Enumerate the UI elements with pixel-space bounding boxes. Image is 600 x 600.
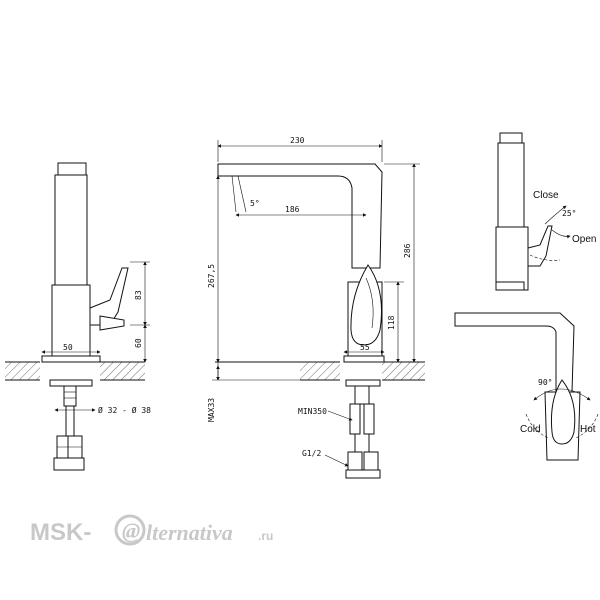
front-lever <box>350 264 382 346</box>
watermark: MSK- @ lternativa .ru <box>30 514 273 546</box>
detail-lever-operation: Close 25° Open <box>495 132 596 291</box>
front-view: 5° 230 186 286 267,5 118 55 MAX33 MIN350… <box>207 136 425 479</box>
side-body <box>51 284 91 361</box>
dim-overall-height: 286 <box>403 243 412 258</box>
dim-flow-angle: 5° <box>250 199 260 208</box>
dim-body-height: 118 <box>387 315 396 330</box>
side-lever <box>89 267 129 326</box>
watermark-prefix: MSK- <box>30 519 91 546</box>
front-spout <box>217 163 383 269</box>
watermark-domain: .ru <box>258 529 273 543</box>
dim-base-width-side: 50 <box>63 343 73 352</box>
watermark-suffix: lternativa <box>146 520 233 545</box>
dim-overall-width: 230 <box>290 136 305 145</box>
side-spout-tip <box>57 162 87 176</box>
dim-lever-angle: 25° <box>562 209 576 218</box>
dim-hose-length: MIN350 <box>298 407 327 416</box>
side-spout-column <box>54 174 88 286</box>
label-cold: Cold <box>520 424 541 435</box>
label-hot: Hot <box>580 424 596 435</box>
detail-swivel: 90° Cold Hot <box>454 312 599 461</box>
dim-base-width-front: 55 <box>360 343 370 352</box>
dim-spout-reach: 186 <box>285 205 300 214</box>
dim-lever-height: 83 <box>134 290 143 300</box>
side-view: 83 60 50 Ø 32 - Ø 38 <box>5 162 151 471</box>
dim-max-thickness: MAX33 <box>207 398 216 422</box>
dim-hole-diameter: Ø 32 - Ø 38 <box>98 405 151 415</box>
watermark-at: @ <box>122 518 140 543</box>
label-open: Open <box>572 234 596 245</box>
dim-spout-height: 267,5 <box>207 264 216 288</box>
dim-thread: G1/2 <box>302 449 321 458</box>
label-close: Close <box>533 190 559 201</box>
dim-base-height: 60 <box>134 338 143 348</box>
dim-swivel-angle: 90° <box>538 378 552 387</box>
